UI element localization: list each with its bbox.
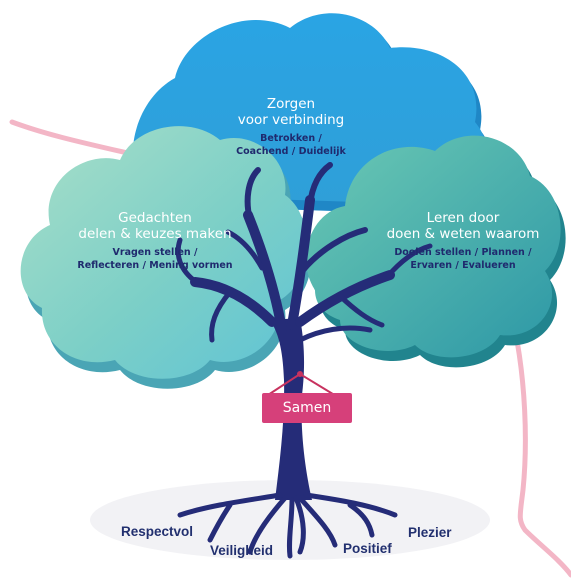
- sign-label: Samen: [282, 400, 332, 416]
- samen-sign: [262, 371, 352, 423]
- left-cloud-sub-line2: Reflecteren / Mening vormen: [77, 260, 233, 271]
- top-cloud-subtitle: Betrokken / Coachend / Duidelijk: [226, 132, 356, 158]
- right-cloud: [306, 135, 566, 368]
- right-cloud-sub-line1: Doelen stellen / Plannen /: [394, 247, 532, 258]
- right-cloud-subtitle: Doelen stellen / Plannen / Ervaren / Eva…: [378, 246, 548, 272]
- right-cloud-title-line2: doen & weten waarom: [386, 226, 540, 242]
- decorative-line-right: [512, 327, 571, 578]
- left-cloud-subtitle: Vragen stellen / Reflecteren / Mening vo…: [70, 246, 240, 272]
- top-cloud-title-line2: voor verbinding: [237, 112, 345, 128]
- tree-roots: [177, 492, 398, 559]
- top-cloud-title-line1: Zorgen: [266, 96, 316, 112]
- top-cloud-sub-line2: Coachend / Duidelijk: [236, 146, 346, 157]
- left-cloud-sub-line1: Vragen stellen /: [112, 247, 198, 258]
- left-cloud-title-line1: Gedachten: [118, 210, 192, 226]
- left-cloud-title: Gedachten delen & keuzes maken: [70, 210, 240, 242]
- top-cloud-title: Zorgen voor verbinding: [226, 96, 356, 128]
- right-cloud-title-line1: Leren door: [426, 210, 500, 226]
- left-cloud: [20, 126, 312, 389]
- root-veiligheid: Veiligheid: [210, 543, 274, 558]
- right-cloud-sub-line2: Ervaren / Evalueren: [410, 260, 516, 271]
- right-cloud-title: Leren door doen & weten waarom: [378, 210, 548, 242]
- top-cloud-sub-line1: Betrokken /: [260, 133, 322, 144]
- root-respectvol: Respectvol: [121, 524, 194, 539]
- left-cloud-title-line2: delen & keuzes maken: [78, 226, 232, 242]
- root-plezier: Plezier: [408, 525, 452, 540]
- root-positief: Positief: [343, 541, 392, 556]
